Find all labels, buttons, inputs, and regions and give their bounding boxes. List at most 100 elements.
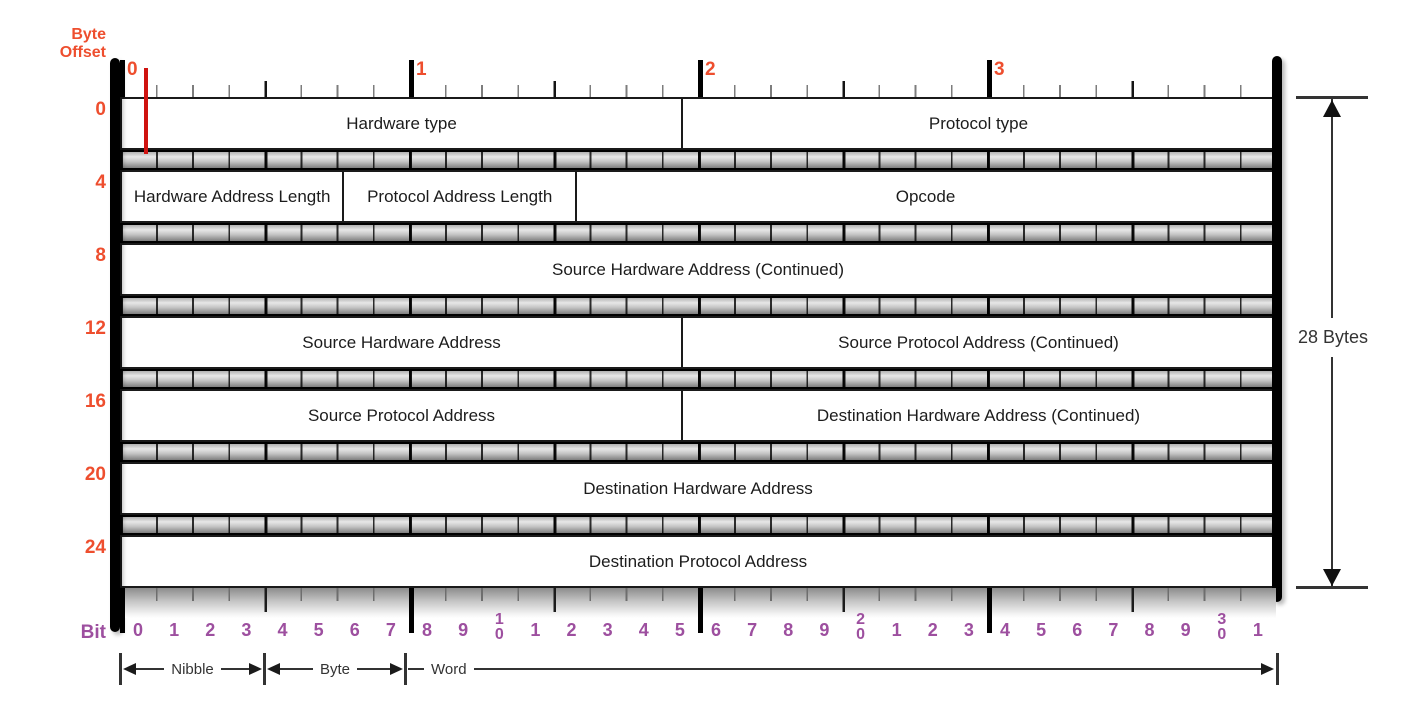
bit-label-28: 8: [1144, 620, 1155, 640]
bit-label-29: 9: [1180, 620, 1191, 640]
arrow-right-icon: [249, 663, 262, 675]
nibble-label: Nibble: [171, 660, 214, 678]
field-row-offset-20: Destination Hardware Address: [120, 462, 1276, 515]
bit-label-23: 3: [963, 620, 974, 640]
arrow-line: [357, 667, 391, 671]
field-row-offset-8: Source Hardware Address (Continued): [120, 243, 1276, 296]
bit-label-11: 1: [530, 620, 541, 640]
field-protocol-type: Protocol type: [683, 99, 1274, 148]
field-label: Destination Hardware Address (Continued): [816, 405, 1141, 425]
field-destination-protocol-address: Destination Protocol Address: [122, 537, 1274, 586]
left-edge-bar: [110, 58, 120, 632]
bit-label-12: 2: [566, 620, 577, 640]
scale-divider-bit4: [263, 653, 266, 685]
byte-label: Byte: [320, 660, 351, 678]
arrow-line: [408, 667, 424, 671]
bit-label-22: 2: [927, 620, 938, 640]
arrow-up-icon: [1323, 100, 1341, 117]
field-destination-hardware-address: Destination Hardware Address: [122, 464, 1274, 513]
field-opcode: Opcode: [577, 172, 1274, 221]
byte-offset-20: 20: [84, 464, 106, 485]
bit-label-15: 5: [674, 620, 685, 640]
arrow-left-icon: [267, 663, 280, 675]
field-source-protocol-address: Source Protocol Address: [122, 391, 684, 440]
bit-label-digit: 3: [1217, 611, 1227, 628]
arrow-left-icon: [123, 663, 136, 675]
byte-offset-8: 8: [95, 245, 106, 266]
bit-label-1: 1: [169, 620, 180, 640]
row-separator: [120, 223, 1276, 243]
bit-label-3: 3: [241, 620, 252, 640]
field-label: Source Hardware Address: [302, 332, 501, 352]
arrow-right-icon: [1261, 663, 1274, 675]
field-source-protocol-address-continued: Source Protocol Address (Continued): [683, 318, 1274, 367]
red-cursor-marker: [144, 68, 148, 154]
field-source-hardware-address-continued: Source Hardware Address (Continued): [122, 245, 1274, 294]
arrow-line: [473, 667, 1261, 671]
bit-label-14: 4: [638, 620, 649, 640]
bit-label-5: 5: [313, 620, 324, 640]
byte-offset-16: 16: [84, 391, 106, 412]
field-row-offset-12: Source Hardware Address Source Protocol A…: [120, 316, 1276, 369]
byte-offset-12: 12: [84, 318, 106, 339]
row-separator: [120, 150, 1276, 170]
field-label: Protocol type: [928, 113, 1029, 133]
byte-span-arrow: Byte: [267, 660, 404, 678]
bit-label-13: 3: [602, 620, 613, 640]
scale-divider-bit8: [404, 653, 407, 685]
right-edge-bar: [1272, 56, 1282, 602]
scale-divider-bit32: [1276, 653, 1279, 685]
arrow-line: [136, 667, 165, 671]
byte-ticks: [120, 588, 1276, 633]
byte-number-2: 2: [705, 59, 716, 80]
bit-label-7: 7: [385, 620, 396, 640]
size-arrow-top-cap: [1296, 96, 1368, 99]
bit-label-digit: 0: [856, 626, 866, 644]
word-label: Word: [431, 660, 467, 678]
row-separator: [120, 296, 1276, 316]
byte-offset-4: 4: [95, 172, 106, 193]
bit-label-31: 1: [1252, 620, 1263, 640]
bit-label-27: 7: [1108, 620, 1119, 640]
field-row-offset-4: Hardware Address Length Protocol Address …: [120, 170, 1276, 223]
bit-label-digit: 0: [494, 626, 504, 644]
bit-label-0: 0: [133, 620, 144, 640]
field-destination-hardware-address-continued: Destination Hardware Address (Continued): [683, 391, 1274, 440]
field-hardware-address-length: Hardware Address Length: [122, 172, 345, 221]
field-label: Destination Protocol Address: [588, 551, 808, 571]
total-size-label: 28 Bytes: [1292, 318, 1374, 357]
field-source-hardware-address: Source Hardware Address: [122, 318, 684, 367]
bottom-bit-ruler: [120, 588, 1276, 633]
arrow-line: [220, 667, 249, 671]
field-label: Protocol Address Length: [367, 186, 553, 206]
field-label: Source Protocol Address: [307, 405, 496, 425]
field-row-offset-16: Source Protocol Address Destination Hardw…: [120, 389, 1276, 442]
bit-label-6: 6: [349, 620, 360, 640]
byte-ticks: [120, 60, 1276, 97]
byte-offset-0: 0: [95, 99, 106, 120]
bit-label-18: 8: [783, 620, 794, 640]
field-label: Hardware Address Length: [133, 186, 331, 206]
byte-number-0: 0: [127, 59, 138, 80]
bit-label-25: 5: [1036, 620, 1047, 640]
bit-label-19: 9: [819, 620, 830, 640]
field-label: Source Protocol Address (Continued): [838, 332, 1119, 352]
field-hardware-type: Hardware type: [122, 99, 684, 148]
field-label: Destination Hardware Address: [583, 478, 813, 498]
bit-label-2: 2: [205, 620, 216, 640]
nibble-span-arrow: Nibble: [123, 660, 262, 678]
byte-offset-label: Byte Offset: [59, 26, 106, 62]
bit-label-26: 6: [1072, 620, 1083, 640]
field-label: Hardware type: [346, 113, 457, 133]
field-protocol-address-length: Protocol Address Length: [344, 172, 578, 221]
byte-number-3: 3: [994, 59, 1005, 80]
arrow-line: [280, 667, 313, 671]
field-row-offset-24: Destination Protocol Address: [120, 535, 1276, 588]
bit-caption: Bit: [80, 622, 106, 643]
bit-label-9: 9: [458, 620, 469, 640]
field-label: Source Hardware Address (Continued): [552, 259, 844, 279]
